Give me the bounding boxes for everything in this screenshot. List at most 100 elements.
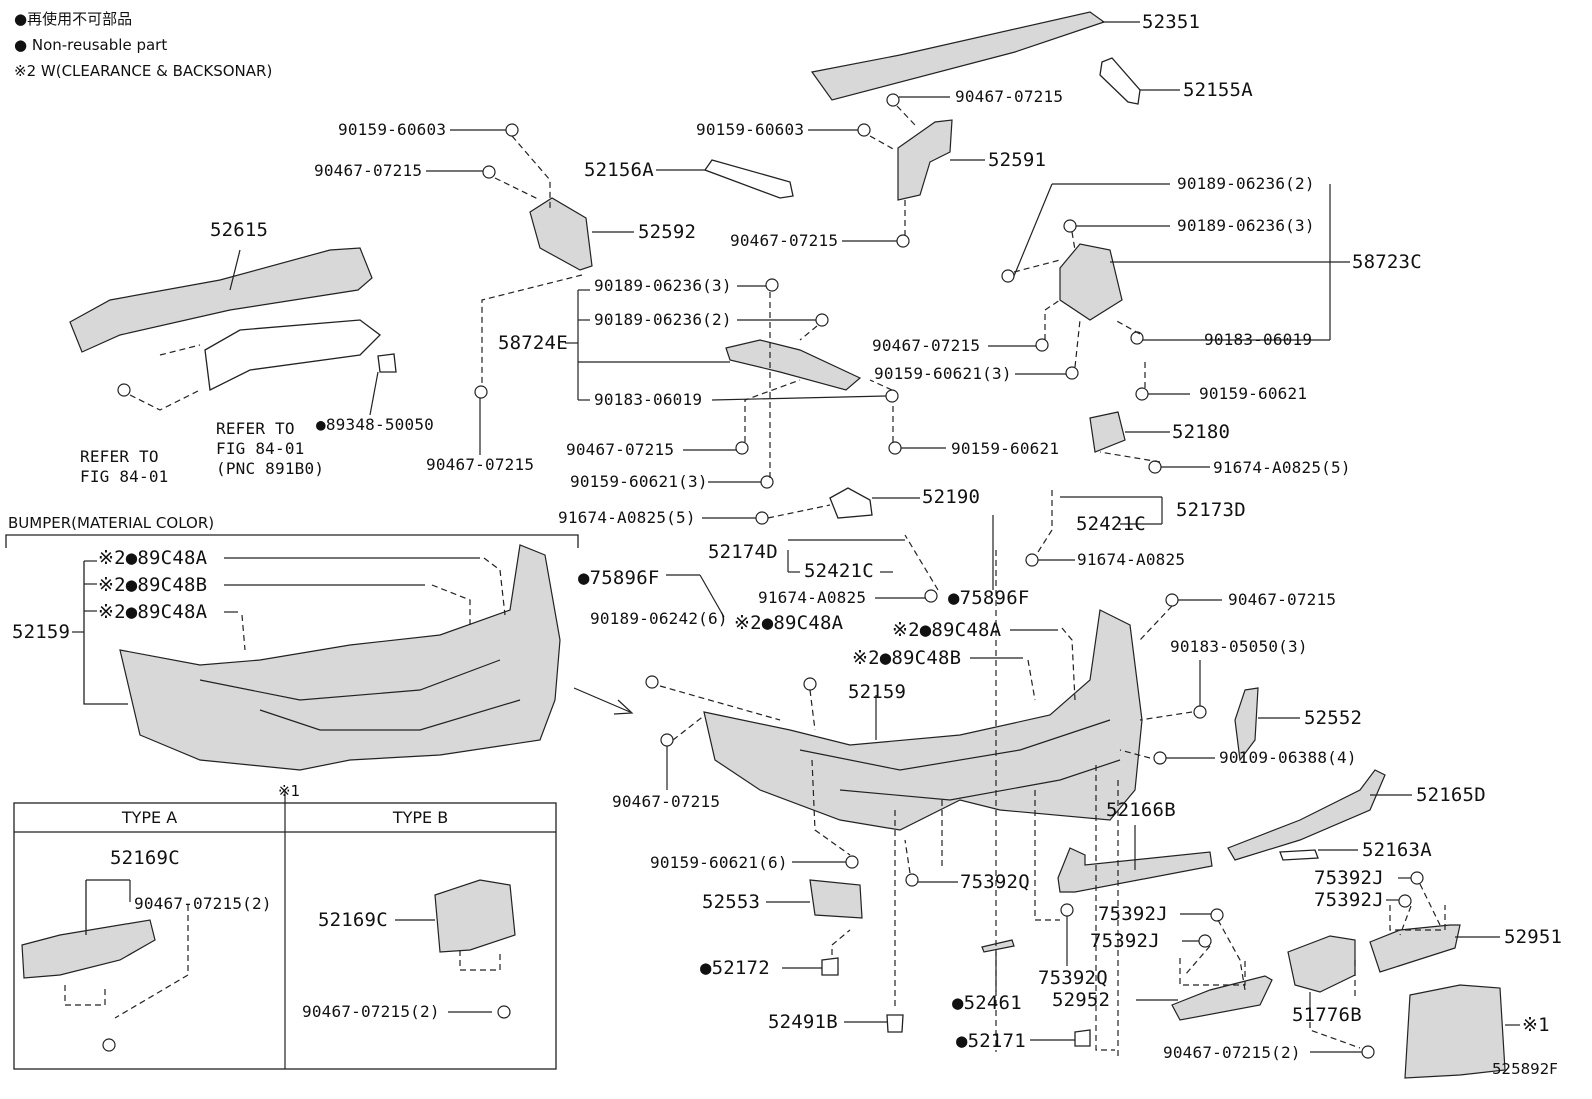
- part-label: 52159: [12, 621, 71, 643]
- part-label: 52169C: [318, 909, 388, 931]
- part-label: 52166B: [1106, 799, 1176, 821]
- part-label: 75392Q: [960, 871, 1030, 893]
- part-label: 75392J: [1090, 930, 1160, 952]
- part-label: 52491B: [768, 1011, 838, 1033]
- part-label: 90467-07215: [955, 87, 1064, 106]
- part-label: REFER TO: [80, 447, 159, 466]
- legend-line-3: ※2 W(CLEARANCE & BACKSONAR): [14, 62, 273, 80]
- bumper-small-52159: [119, 544, 561, 771]
- part-label: ※2●89C48A: [98, 601, 208, 623]
- retainer-52591: [897, 119, 953, 201]
- part-label: 90467-07215(2): [302, 1002, 440, 1021]
- part-label: 90183-06019: [1204, 330, 1313, 349]
- part-label: 75392J: [1314, 867, 1384, 889]
- pad-52163a: [1279, 849, 1319, 861]
- part-label: 52421C: [804, 560, 874, 582]
- part-label: 90467-07215: [872, 336, 981, 355]
- part-label: 90189-06236(3): [594, 276, 732, 295]
- part-label: 90183-06019: [594, 390, 703, 409]
- part-label: (PNC 891B0): [216, 459, 325, 478]
- part-label: ●89348-50050: [316, 415, 434, 434]
- part-label: ※2●89C48A: [734, 612, 844, 634]
- part-label: 52591: [988, 149, 1047, 171]
- part-label: 90467-07215(2): [134, 894, 272, 913]
- part-label: 52351: [1142, 11, 1201, 33]
- legend-line-1: ●再使用不可部品: [14, 10, 133, 28]
- leader-lines: [426, 96, 1411, 1053]
- cover-large: [1404, 984, 1506, 1079]
- part-label: 58723C: [1352, 251, 1422, 273]
- part-label: 91674-A0825: [1077, 550, 1186, 569]
- bracket-52190: [829, 487, 873, 519]
- part-label: 90159-60621(6): [650, 853, 788, 872]
- part-label: 90467-07215: [314, 161, 423, 180]
- part-label: 52165D: [1416, 784, 1486, 806]
- part-label: 90467-07215(2): [1163, 1043, 1301, 1062]
- part-label: 52159: [848, 681, 907, 703]
- bumper-section-title: BUMPER(MATERIAL COLOR): [8, 514, 215, 532]
- part-label: 75392J: [1314, 889, 1384, 911]
- clip-89348: [377, 353, 397, 373]
- part-label: 52615: [210, 219, 269, 241]
- part-label: ※2●89C48B: [852, 647, 962, 669]
- cover-52951: [1369, 924, 1461, 973]
- part-label: ●52171: [956, 1030, 1026, 1052]
- assembly-dashes: [241, 105, 1446, 1060]
- part-label: 51776B: [1292, 1004, 1362, 1026]
- part-label: ※2●89C48A: [98, 547, 208, 569]
- part-label: 52174D: [708, 541, 778, 563]
- type-b-header: TYPE B: [392, 808, 449, 827]
- part-label: 52951: [1504, 926, 1563, 948]
- part-label: ●75896F: [948, 587, 1030, 609]
- bracket-52156a: [703, 159, 794, 199]
- part-label: 52552: [1304, 707, 1363, 729]
- part-label: 90159-60621(3): [874, 364, 1012, 383]
- part-label: 90159-60603: [696, 120, 805, 139]
- part-label: 90159-60621: [1199, 384, 1308, 403]
- part-label: 90189-06236(2): [594, 310, 732, 329]
- bracket-52155a: [1099, 57, 1141, 105]
- clip-52172: [821, 957, 839, 976]
- part-label: REFER TO: [216, 419, 295, 438]
- part-label: 91674-A0825(5): [558, 508, 696, 527]
- bracket-58723c: [1059, 243, 1123, 321]
- part-label: 52421C: [1076, 513, 1146, 535]
- molding-52165d: [1227, 769, 1386, 861]
- part-label: 52155A: [1183, 79, 1253, 101]
- part-label: 52952: [1052, 989, 1111, 1011]
- part-label: FIG 84-01: [80, 467, 169, 486]
- part-label: 58724E: [498, 332, 568, 354]
- reinforcement-52615: [69, 247, 373, 353]
- part-label: 52553: [702, 891, 761, 913]
- legend-line-2: ● Non-reusable part: [14, 36, 168, 54]
- part-label: 90189-06242(6): [590, 609, 728, 628]
- part-label: 52592: [638, 221, 697, 243]
- note-mark: ※1: [278, 782, 301, 800]
- part-label: 90159-60621(3): [570, 472, 708, 491]
- reinforcement-lower: [204, 319, 381, 391]
- part-label: 90183-05050(3): [1170, 637, 1308, 656]
- part-label: 90109-06388(4): [1219, 748, 1357, 767]
- garnish-52552: [1234, 687, 1259, 762]
- part-label: ※2●89C48B: [98, 574, 208, 596]
- part-label: 90467-07215: [426, 455, 535, 474]
- part-label: 91674-A0825(5): [1213, 458, 1351, 477]
- part-label: ※2●89C48A: [892, 619, 1002, 641]
- clip-52171: [1074, 1029, 1091, 1047]
- part-label: 91674-A0825: [758, 588, 867, 607]
- retainer-52592: [529, 197, 593, 271]
- part-label: 90189-06236(3): [1177, 216, 1315, 235]
- diagram-code: 525892F: [1492, 1060, 1558, 1078]
- retainer-52180: [1089, 411, 1126, 453]
- part-label: 90467-07215: [730, 231, 839, 250]
- part-label: 52173D: [1176, 499, 1246, 521]
- pad-52553: [809, 879, 863, 919]
- part-label: 90467-07215: [566, 440, 675, 459]
- cover-52169c-type-b: [434, 879, 516, 953]
- cover-52952: [1171, 975, 1273, 1021]
- part-label: 75392J: [1098, 903, 1168, 925]
- part-label: 52180: [1172, 421, 1231, 443]
- part-label: 52163A: [1362, 839, 1432, 861]
